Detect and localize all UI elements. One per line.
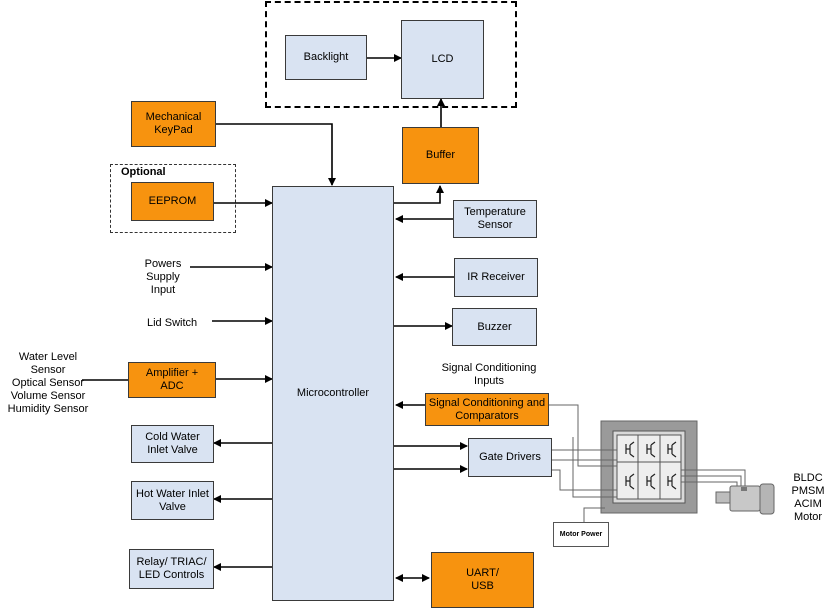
optional-group-frame — [110, 164, 236, 233]
motor-types-label: BLDC PMSM ACIM Motor — [791, 472, 825, 523]
eeprom-block: EEPROM — [131, 182, 214, 221]
sensors-label: Water Level Sensor Optical Sensor Volume… — [7, 351, 89, 415]
motor-power-block: Motor Power — [553, 522, 609, 547]
arrow-mcu-buffer — [394, 185, 444, 204]
mechanical-keypad-block: Mechanical KeyPad — [131, 101, 216, 147]
arrow-keypad-mcu — [216, 123, 336, 186]
microcontroller-block: Microcontroller — [272, 186, 394, 601]
cold-water-valve-block: Cold Water Inlet Valve — [131, 425, 214, 463]
ir-receiver-block: IR Receiver — [454, 258, 538, 297]
motor-icon — [715, 483, 775, 515]
amplifier-adc-block: Amplifier + ADC — [128, 362, 216, 398]
power-supply-label: Powers Supply Input — [144, 258, 182, 296]
relay-controls-block: Relay/ TRIAC/ LED Controls — [129, 549, 214, 589]
signal-conditioning-inputs-label: Signal Conditioning Inputs — [441, 362, 537, 387]
backlight-block: Backlight — [285, 35, 367, 80]
uart-usb-block: UART/ USB — [431, 552, 534, 608]
display-group-frame — [265, 1, 517, 108]
buffer-block: Buffer — [402, 127, 479, 184]
inverter-bridge-icon — [600, 420, 698, 514]
temperature-sensor-block: Temperature Sensor — [453, 200, 537, 238]
hot-water-valve-block: Hot Water Inlet Valve — [131, 481, 214, 520]
lid-switch-label: Lid Switch — [147, 317, 198, 329]
buzzer-block: Buzzer — [452, 308, 537, 346]
lcd-block: LCD — [401, 20, 484, 99]
optional-label: Optional — [121, 166, 166, 178]
signal-conditioning-block: Signal Conditioning and Comparators — [425, 393, 549, 426]
gate-drivers-block: Gate Drivers — [468, 438, 552, 477]
